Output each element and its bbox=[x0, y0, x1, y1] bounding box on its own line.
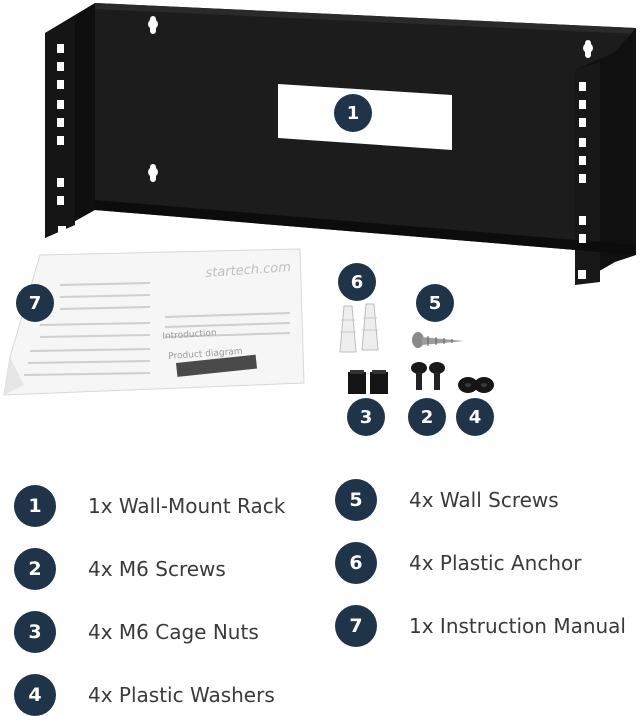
legend-number: 6 bbox=[335, 542, 377, 584]
legend-number: 2 bbox=[14, 548, 56, 590]
cage-nuts bbox=[348, 370, 388, 394]
legend-number: 3 bbox=[14, 611, 56, 653]
legend-text: 4x M6 Screws bbox=[88, 557, 226, 581]
instruction-manual-sheet bbox=[3, 248, 305, 396]
legend-text: 4x Wall Screws bbox=[409, 488, 559, 512]
wall-mount-rack bbox=[45, 3, 636, 285]
legend-item-4: 4 4x Plastic Washers bbox=[14, 674, 275, 716]
wall-screw bbox=[412, 332, 464, 348]
legend-number: 4 bbox=[14, 674, 56, 716]
legend-item-5: 5 4x Wall Screws bbox=[335, 479, 559, 521]
legend-text: 4x Plastic Anchor bbox=[409, 551, 582, 575]
legend-item-6: 6 4x Plastic Anchor bbox=[335, 542, 581, 584]
callout-badge-wall-screws: 5 bbox=[416, 284, 454, 322]
legend-text: 1x Instruction Manual bbox=[409, 614, 626, 638]
callout-badge-m6-screws: 2 bbox=[408, 398, 446, 436]
legend-item-3: 3 4x M6 Cage Nuts bbox=[14, 611, 259, 653]
callout-badge-anchors: 6 bbox=[338, 263, 376, 301]
legend-item-2: 2 4x M6 Screws bbox=[14, 548, 226, 590]
legend-text: 4x M6 Cage Nuts bbox=[88, 620, 259, 644]
legend-item-1: 1 1x Wall-Mount Rack bbox=[14, 485, 285, 527]
legend-item-7: 7 1x Instruction Manual bbox=[335, 605, 626, 647]
callout-badge-rack: 1 bbox=[334, 94, 372, 132]
callout-badge-cage-nuts: 3 bbox=[347, 398, 385, 436]
legend-text: 1x Wall-Mount Rack bbox=[88, 494, 286, 518]
legend-number: 7 bbox=[335, 605, 377, 647]
plastic-anchors bbox=[339, 303, 379, 353]
m6-screws bbox=[411, 362, 445, 390]
callout-badge-washers: 4 bbox=[456, 398, 494, 436]
legend-number: 1 bbox=[14, 485, 56, 527]
callout-badge-manual: 7 bbox=[16, 284, 54, 322]
legend-number: 5 bbox=[335, 479, 377, 521]
plastic-washers bbox=[458, 377, 494, 393]
legend-text: 4x Plastic Washers bbox=[88, 683, 275, 707]
